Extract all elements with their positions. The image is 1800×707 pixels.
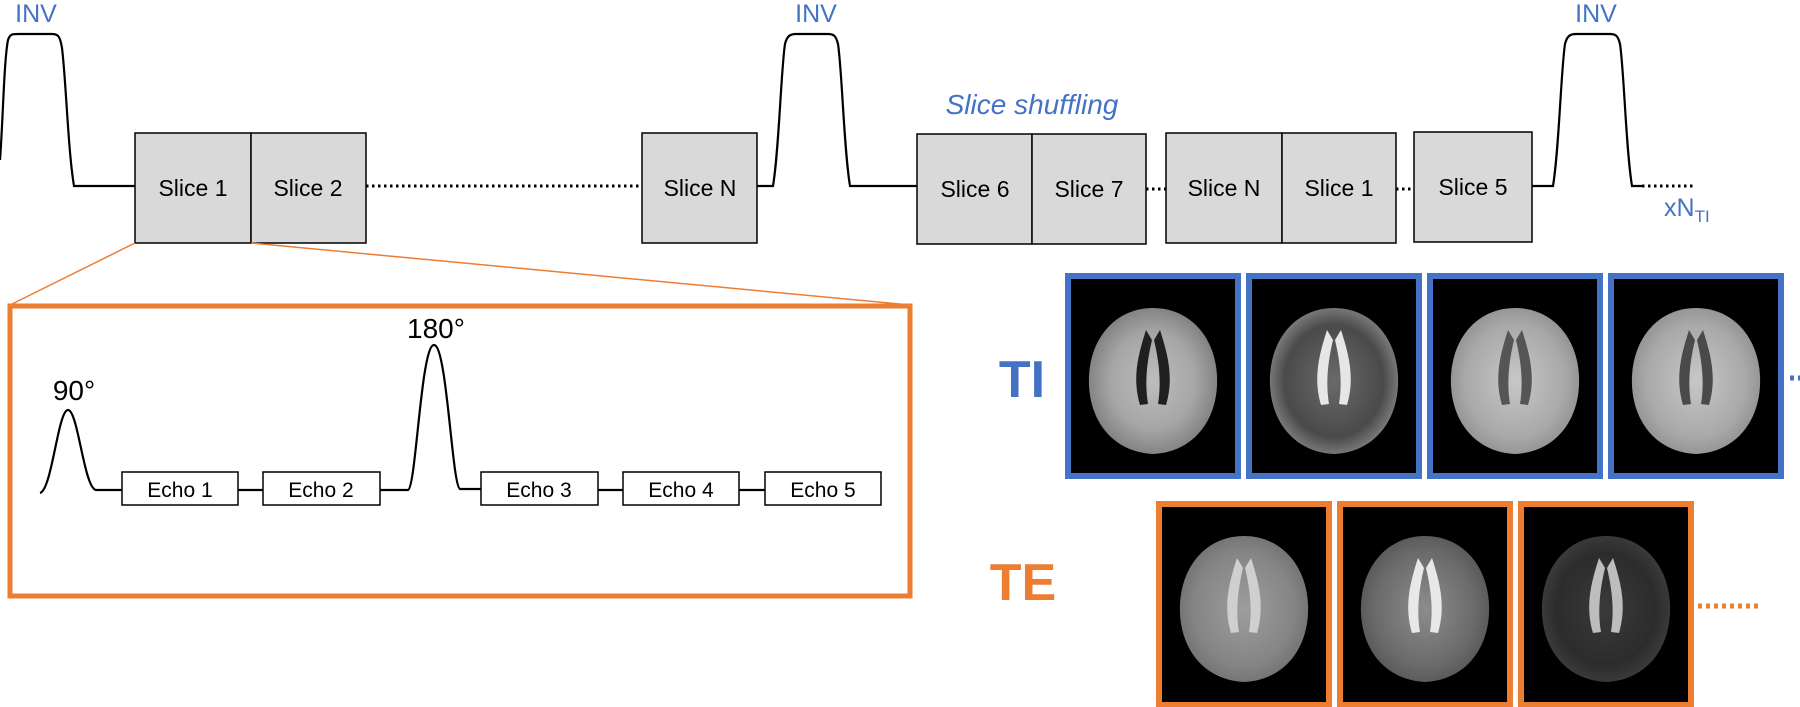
echo-label: Echo 5 <box>790 479 855 502</box>
slice-box <box>1413 131 1533 243</box>
slice-box <box>641 132 758 244</box>
slice-shuffling-label: Slice shuffling <box>946 89 1119 120</box>
slice-label: Slice 6 <box>940 176 1009 202</box>
echo-box <box>480 471 599 506</box>
slice-box <box>916 133 1033 245</box>
timeline-wire <box>1532 32 1642 188</box>
inv-label: INV <box>1575 0 1617 28</box>
mri-image <box>1427 273 1603 479</box>
slice-label: Slice 7 <box>1054 176 1123 202</box>
slice-box <box>1281 132 1397 244</box>
ti-row-label: TI <box>999 351 1045 409</box>
echo-detail-panel: 90° 180° Echo 1 Echo 2 Echo 3 Echo 4 Ech… <box>7 303 913 599</box>
ti-image-row <box>1065 273 1800 479</box>
slice-group-N: Slice N <box>641 132 758 244</box>
echo-label: Echo 3 <box>506 479 571 502</box>
slice-label: Slice 5 <box>1438 174 1507 200</box>
slice-label: Slice 1 <box>158 175 227 201</box>
mri-image <box>1337 501 1513 707</box>
inv-label: INV <box>795 0 837 28</box>
repeat-label: xNTI <box>1664 194 1710 226</box>
rf-180-pulse <box>380 343 481 492</box>
mri-image <box>1518 501 1694 707</box>
te-row-label: TE <box>990 554 1056 612</box>
mri-image <box>1246 273 1422 479</box>
slice-label: Slice 1 <box>1304 175 1373 201</box>
slice-box <box>1165 132 1283 244</box>
timeline-wire <box>757 32 917 188</box>
echo-label: Echo 1 <box>147 479 212 502</box>
slice-label: Slice N <box>1188 175 1261 201</box>
flip-90-label: 90° <box>53 375 95 406</box>
zoom-connector <box>250 242 911 306</box>
timeline-wire <box>0 32 135 188</box>
echo-label: Echo 2 <box>288 479 353 502</box>
slice-label: Slice 2 <box>273 175 342 201</box>
slice-box <box>250 132 367 244</box>
mri-image <box>1156 501 1332 707</box>
slice-box <box>1031 133 1147 245</box>
slice-group-1: Slice 1 Slice 2 <box>134 132 367 244</box>
slice-group-shuffled-c: Slice 5 <box>1413 131 1533 243</box>
echo-box <box>764 471 882 506</box>
rf-90-pulse <box>39 408 122 495</box>
echo-box <box>622 471 740 506</box>
inversion-timeline: INV INV INV Slice shuffling xNTI <box>0 0 1710 226</box>
zoom-connector <box>9 242 136 306</box>
flip-180-label: 180° <box>407 313 465 344</box>
slice-group-shuffled-b: Slice N Slice 1 <box>1165 132 1397 244</box>
inv-label: INV <box>15 0 57 28</box>
echo-detail-frame <box>7 303 913 599</box>
echo-box <box>262 471 381 506</box>
echo-box <box>121 471 239 506</box>
slice-group-shuffled-a: Slice 6 Slice 7 <box>916 133 1147 245</box>
mri-image <box>1065 273 1241 479</box>
mri-image <box>1608 273 1784 479</box>
te-image-row <box>1156 501 1758 707</box>
slice-label: Slice N <box>664 175 737 201</box>
echo-label: Echo 4 <box>648 479 714 502</box>
